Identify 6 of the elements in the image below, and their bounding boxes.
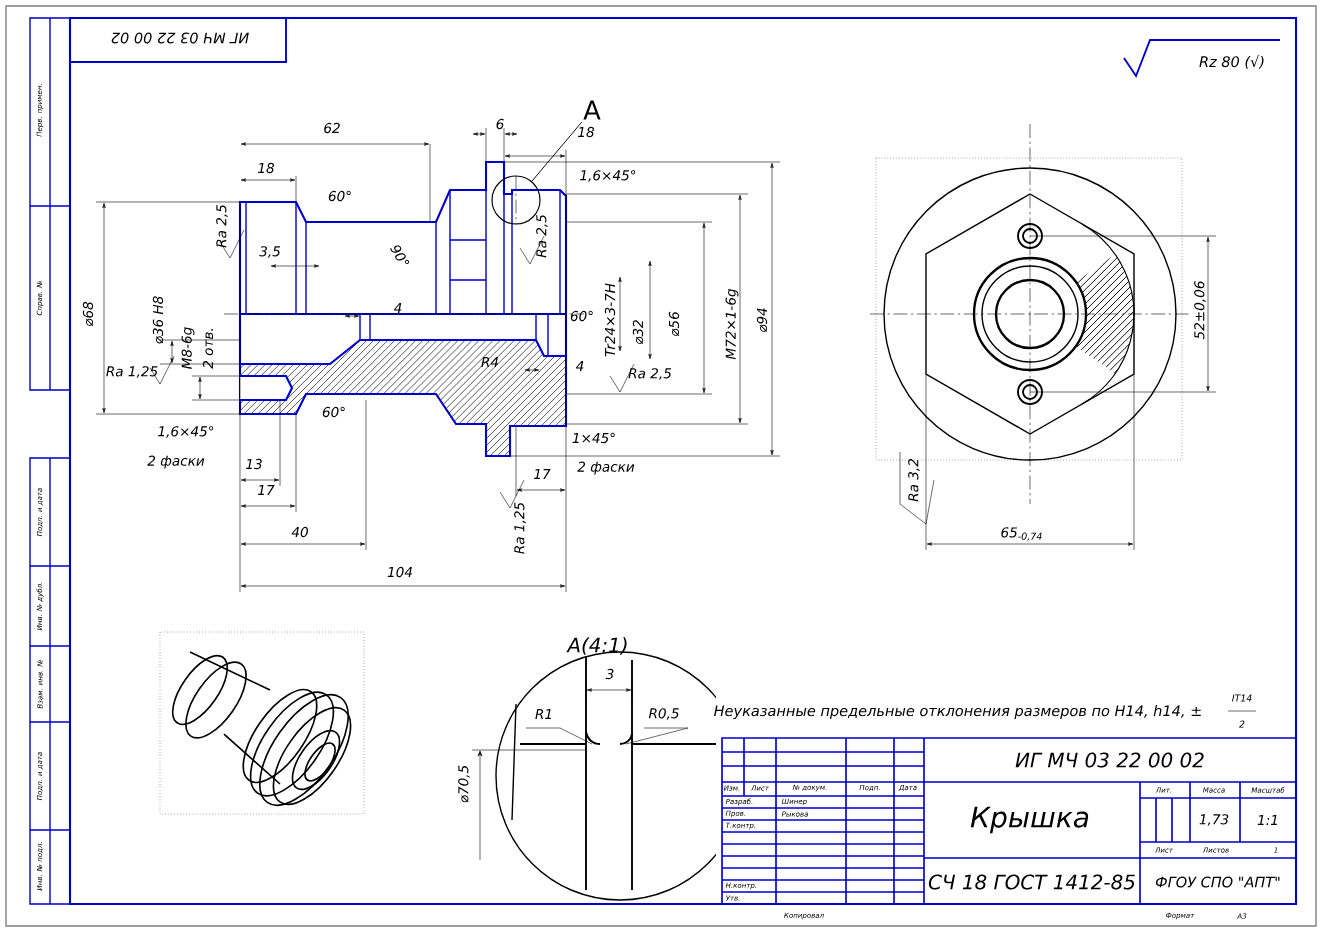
- part-name: Крышка: [970, 806, 1089, 834]
- callout-letter: A: [583, 100, 601, 120]
- leader-line: [531, 121, 583, 182]
- material-label: СЧ 18 ГОСТ 1412-85: [928, 874, 1135, 890]
- view-title: A(4:1): [566, 637, 627, 655]
- drawing-number: ИГ МЧ 03 22 00 02: [1015, 752, 1204, 768]
